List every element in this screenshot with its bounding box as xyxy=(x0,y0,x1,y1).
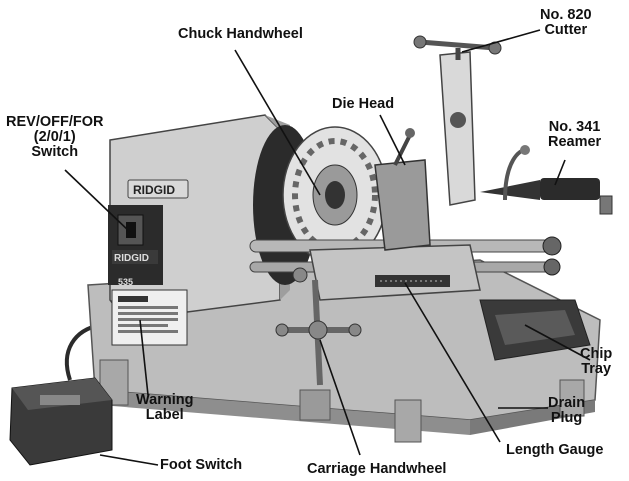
label-foot-switch: Foot Switch xyxy=(160,457,243,473)
leader-lines xyxy=(64,29,591,466)
reamer-illustration xyxy=(480,145,613,215)
label-reamer: No. 341 Reamer xyxy=(548,119,602,150)
leader-chuck-handwheel xyxy=(234,49,321,196)
label-chip-tray: Chip Tray xyxy=(580,346,613,377)
leader-switch xyxy=(64,169,131,233)
label-drain-plug: Drain Plug xyxy=(548,395,586,426)
leader-chip-tray xyxy=(524,324,591,361)
label-chuck-handwheel: Chuck Handwheel xyxy=(178,26,303,42)
chuck-assembly xyxy=(253,125,388,285)
machine-base xyxy=(87,259,601,443)
label-warning-label: Warning Label xyxy=(136,392,194,423)
leader-carriage-handwheel xyxy=(319,339,361,456)
carriage-handwheel-illustration xyxy=(275,267,362,386)
label-die-head: Die Head xyxy=(332,96,395,112)
carriage xyxy=(309,244,481,301)
label-cutter: No. 820 Cutter xyxy=(540,7,592,38)
leader-foot-switch xyxy=(99,454,159,466)
cutter-illustration xyxy=(413,35,502,206)
foot-switch-illustration xyxy=(9,377,113,466)
leader-cutter xyxy=(461,29,541,53)
leader-length-gauge xyxy=(404,282,501,443)
label-switch: REV/OFF/FOR (2/0/1) Switch xyxy=(6,114,104,160)
model-plate: 535 xyxy=(118,277,133,287)
leader-reamer xyxy=(554,159,566,186)
label-carriage-handwheel: Carriage Handwheel xyxy=(307,461,447,477)
die-head-illustration xyxy=(374,128,431,251)
leader-warning-label xyxy=(139,319,149,396)
ridgid-logo-panel: RIDGID xyxy=(114,253,149,264)
switch-panel xyxy=(108,205,163,285)
label-length-gauge: Length Gauge xyxy=(506,442,604,458)
leader-die-head xyxy=(379,114,406,166)
warning-label-plate xyxy=(111,289,188,346)
ridgid-logo: RIDGID xyxy=(133,183,175,197)
